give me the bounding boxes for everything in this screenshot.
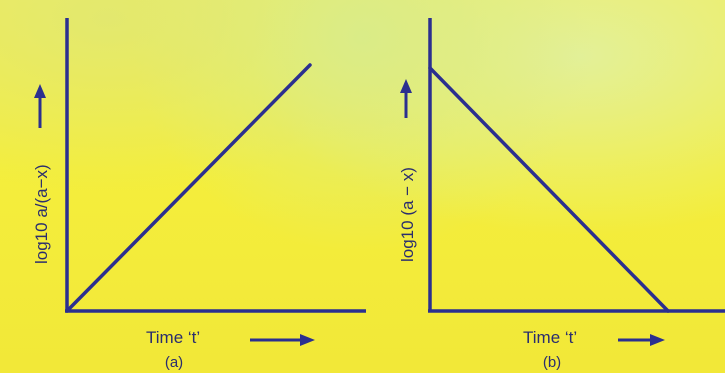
panel-caption-a: (a) bbox=[165, 354, 183, 371]
x-axis-label-text-a: Time ‘t’ bbox=[146, 328, 200, 347]
y-axis-label-b: log10 (a − x) bbox=[398, 79, 417, 262]
panel-caption-b: (b) bbox=[543, 354, 561, 371]
y-arrow-head-a bbox=[34, 84, 46, 98]
x-axis-label-a: Time ‘t’ bbox=[146, 328, 315, 347]
x-arrow-head-a bbox=[300, 334, 315, 346]
series-line-a bbox=[65, 63, 312, 313]
y-axis-label-text-b: log10 (a − x) bbox=[398, 167, 417, 262]
x-axis-label-b: Time ‘t’ bbox=[523, 328, 665, 347]
x-arrow-head-b bbox=[650, 334, 665, 346]
x-axis-label-text-b: Time ‘t’ bbox=[523, 328, 577, 347]
chart-panel-b: log10 (a − x) Time ‘t’ (b) bbox=[398, 18, 725, 371]
series-line-b bbox=[428, 66, 670, 313]
chart-panel-a: log10 a/(a−x) Time ‘t’ (a) bbox=[32, 18, 366, 371]
y-arrow-head-b bbox=[400, 79, 412, 93]
y-axis-label-text-a: log10 a/(a−x) bbox=[32, 164, 51, 264]
y-axis-label-a: log10 a/(a−x) bbox=[32, 84, 51, 264]
